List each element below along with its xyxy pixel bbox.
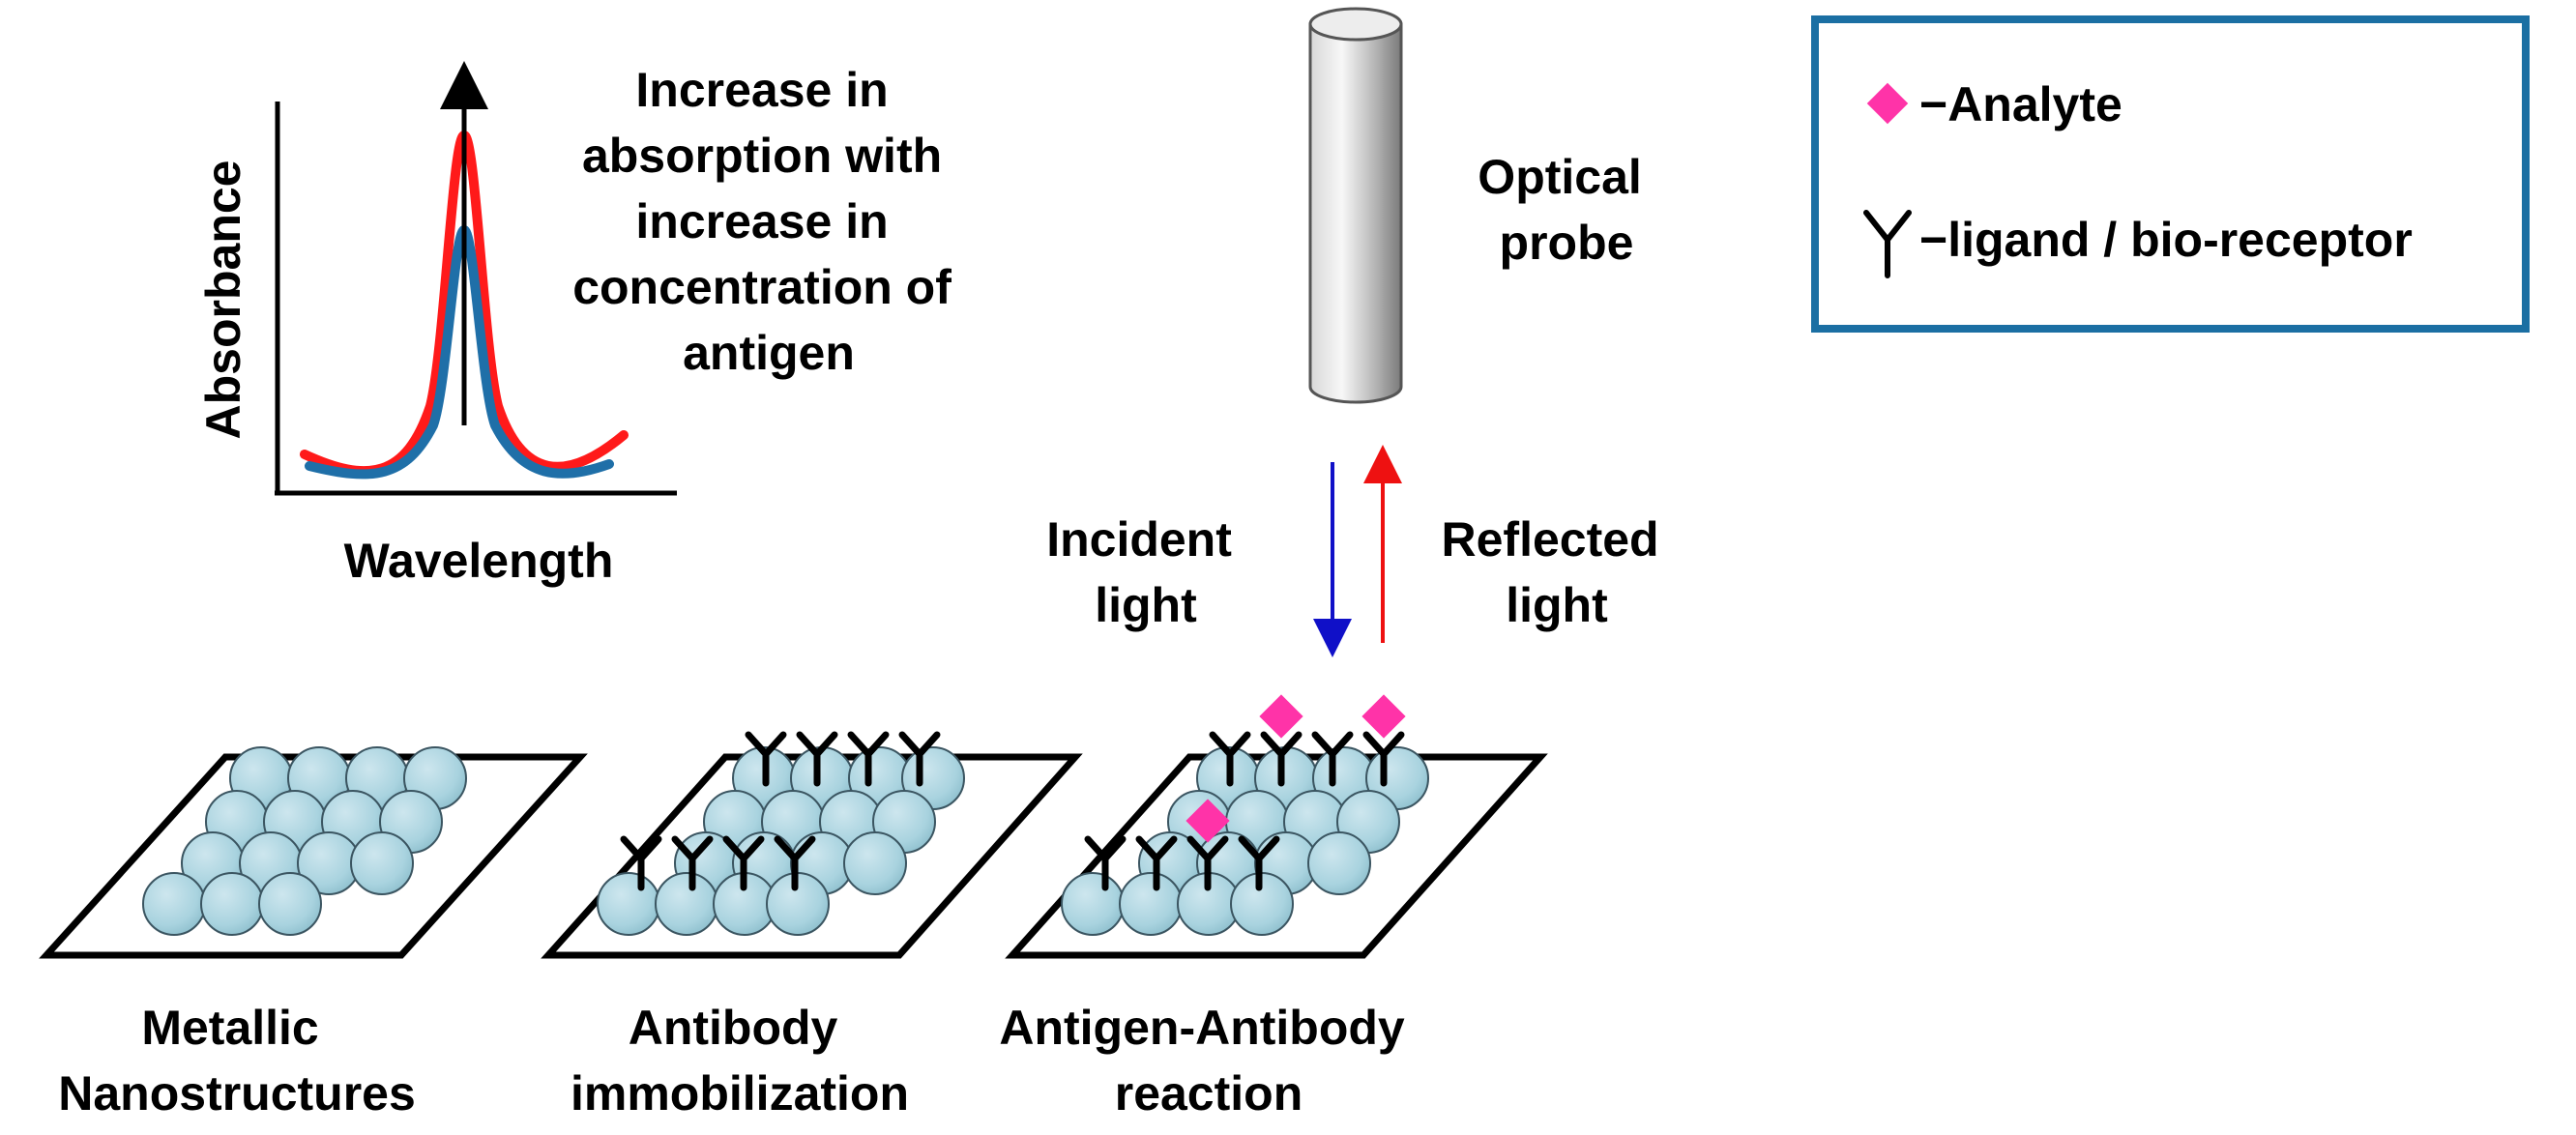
legend-box bbox=[1811, 15, 2530, 333]
antibody bbox=[1084, 835, 1127, 891]
step-3-label: Antigen-Antibody reaction bbox=[999, 1001, 1418, 1120]
antibody bbox=[898, 731, 941, 787]
legend-ligand-label: −ligand / bio-receptor bbox=[1919, 213, 2413, 267]
antibody bbox=[745, 731, 787, 787]
probe-label: Optical probe bbox=[1478, 150, 1654, 270]
nanoparticle bbox=[142, 872, 206, 936]
step-antibody-immobilization: Antibody immobilization bbox=[541, 731, 1083, 1120]
nanoparticle bbox=[200, 872, 264, 936]
legend-analyte-label: −Analyte bbox=[1919, 77, 2122, 131]
antibody bbox=[620, 835, 662, 891]
antibody-row-front-2 bbox=[620, 835, 816, 891]
analyte-diamond bbox=[1259, 694, 1303, 739]
absorbance-curve-low bbox=[305, 224, 614, 480]
antibody bbox=[722, 835, 765, 891]
antibody-row-back-2 bbox=[745, 731, 941, 787]
optical-probe: Optical probe bbox=[1308, 7, 1654, 404]
probe-cylinder bbox=[1308, 22, 1403, 404]
nanoparticle bbox=[597, 872, 660, 936]
nanoparticle bbox=[1061, 872, 1125, 936]
graph-annotation: Increase in absorption with increase in … bbox=[572, 63, 965, 380]
step-2-label: Antibody immobilization bbox=[571, 1001, 909, 1120]
legend-analyte-icon bbox=[1866, 82, 1909, 125]
nanoparticle bbox=[350, 831, 414, 895]
step-1-label: Metallic Nanostructures bbox=[58, 1001, 416, 1120]
antibody-row-front-3 bbox=[1084, 835, 1280, 891]
step-metallic-nanostructures: Metallic Nanostructures bbox=[39, 746, 588, 1120]
antibody bbox=[1362, 731, 1405, 787]
antibody bbox=[774, 835, 816, 891]
nanoparticle bbox=[1119, 872, 1183, 936]
legend-ligand-icon bbox=[1863, 210, 1912, 278]
antibody bbox=[1186, 835, 1229, 891]
analyte-bound bbox=[1186, 694, 1406, 843]
graph-x-axis-label: Wavelength bbox=[344, 534, 614, 588]
probe-top bbox=[1308, 7, 1403, 42]
reflected-light-label: Reflected light bbox=[1442, 512, 1673, 632]
antibody bbox=[1209, 731, 1251, 787]
antibody bbox=[1260, 731, 1303, 787]
nanoparticle bbox=[843, 831, 907, 895]
analyte-diamond bbox=[1361, 694, 1406, 739]
step-antigen-antibody-reaction: Antigen-Antibody reaction bbox=[999, 694, 1548, 1120]
antibody bbox=[847, 731, 890, 787]
nanoparticle bbox=[1307, 831, 1371, 895]
nanoparticle-layer-1 bbox=[142, 746, 467, 936]
antibody bbox=[1238, 835, 1280, 891]
antibody bbox=[671, 835, 714, 891]
antibody-row-back-3 bbox=[1209, 731, 1405, 787]
analyte-diamond bbox=[1186, 799, 1230, 843]
nanoparticle bbox=[655, 872, 718, 936]
antibody bbox=[1135, 835, 1178, 891]
legend: −Analyte −ligand / bio-receptor bbox=[1811, 15, 2530, 333]
graph-y-axis-label: Absorbance bbox=[196, 160, 250, 440]
antibody bbox=[796, 731, 838, 787]
antibody bbox=[1311, 731, 1354, 787]
absorbance-graph: Absorbance Wavelength Increase in absorp… bbox=[196, 61, 965, 588]
light-path: Incident light Reflected light bbox=[1046, 445, 1673, 657]
incident-light-label: Incident light bbox=[1046, 512, 1245, 632]
nanoparticle bbox=[258, 872, 322, 936]
